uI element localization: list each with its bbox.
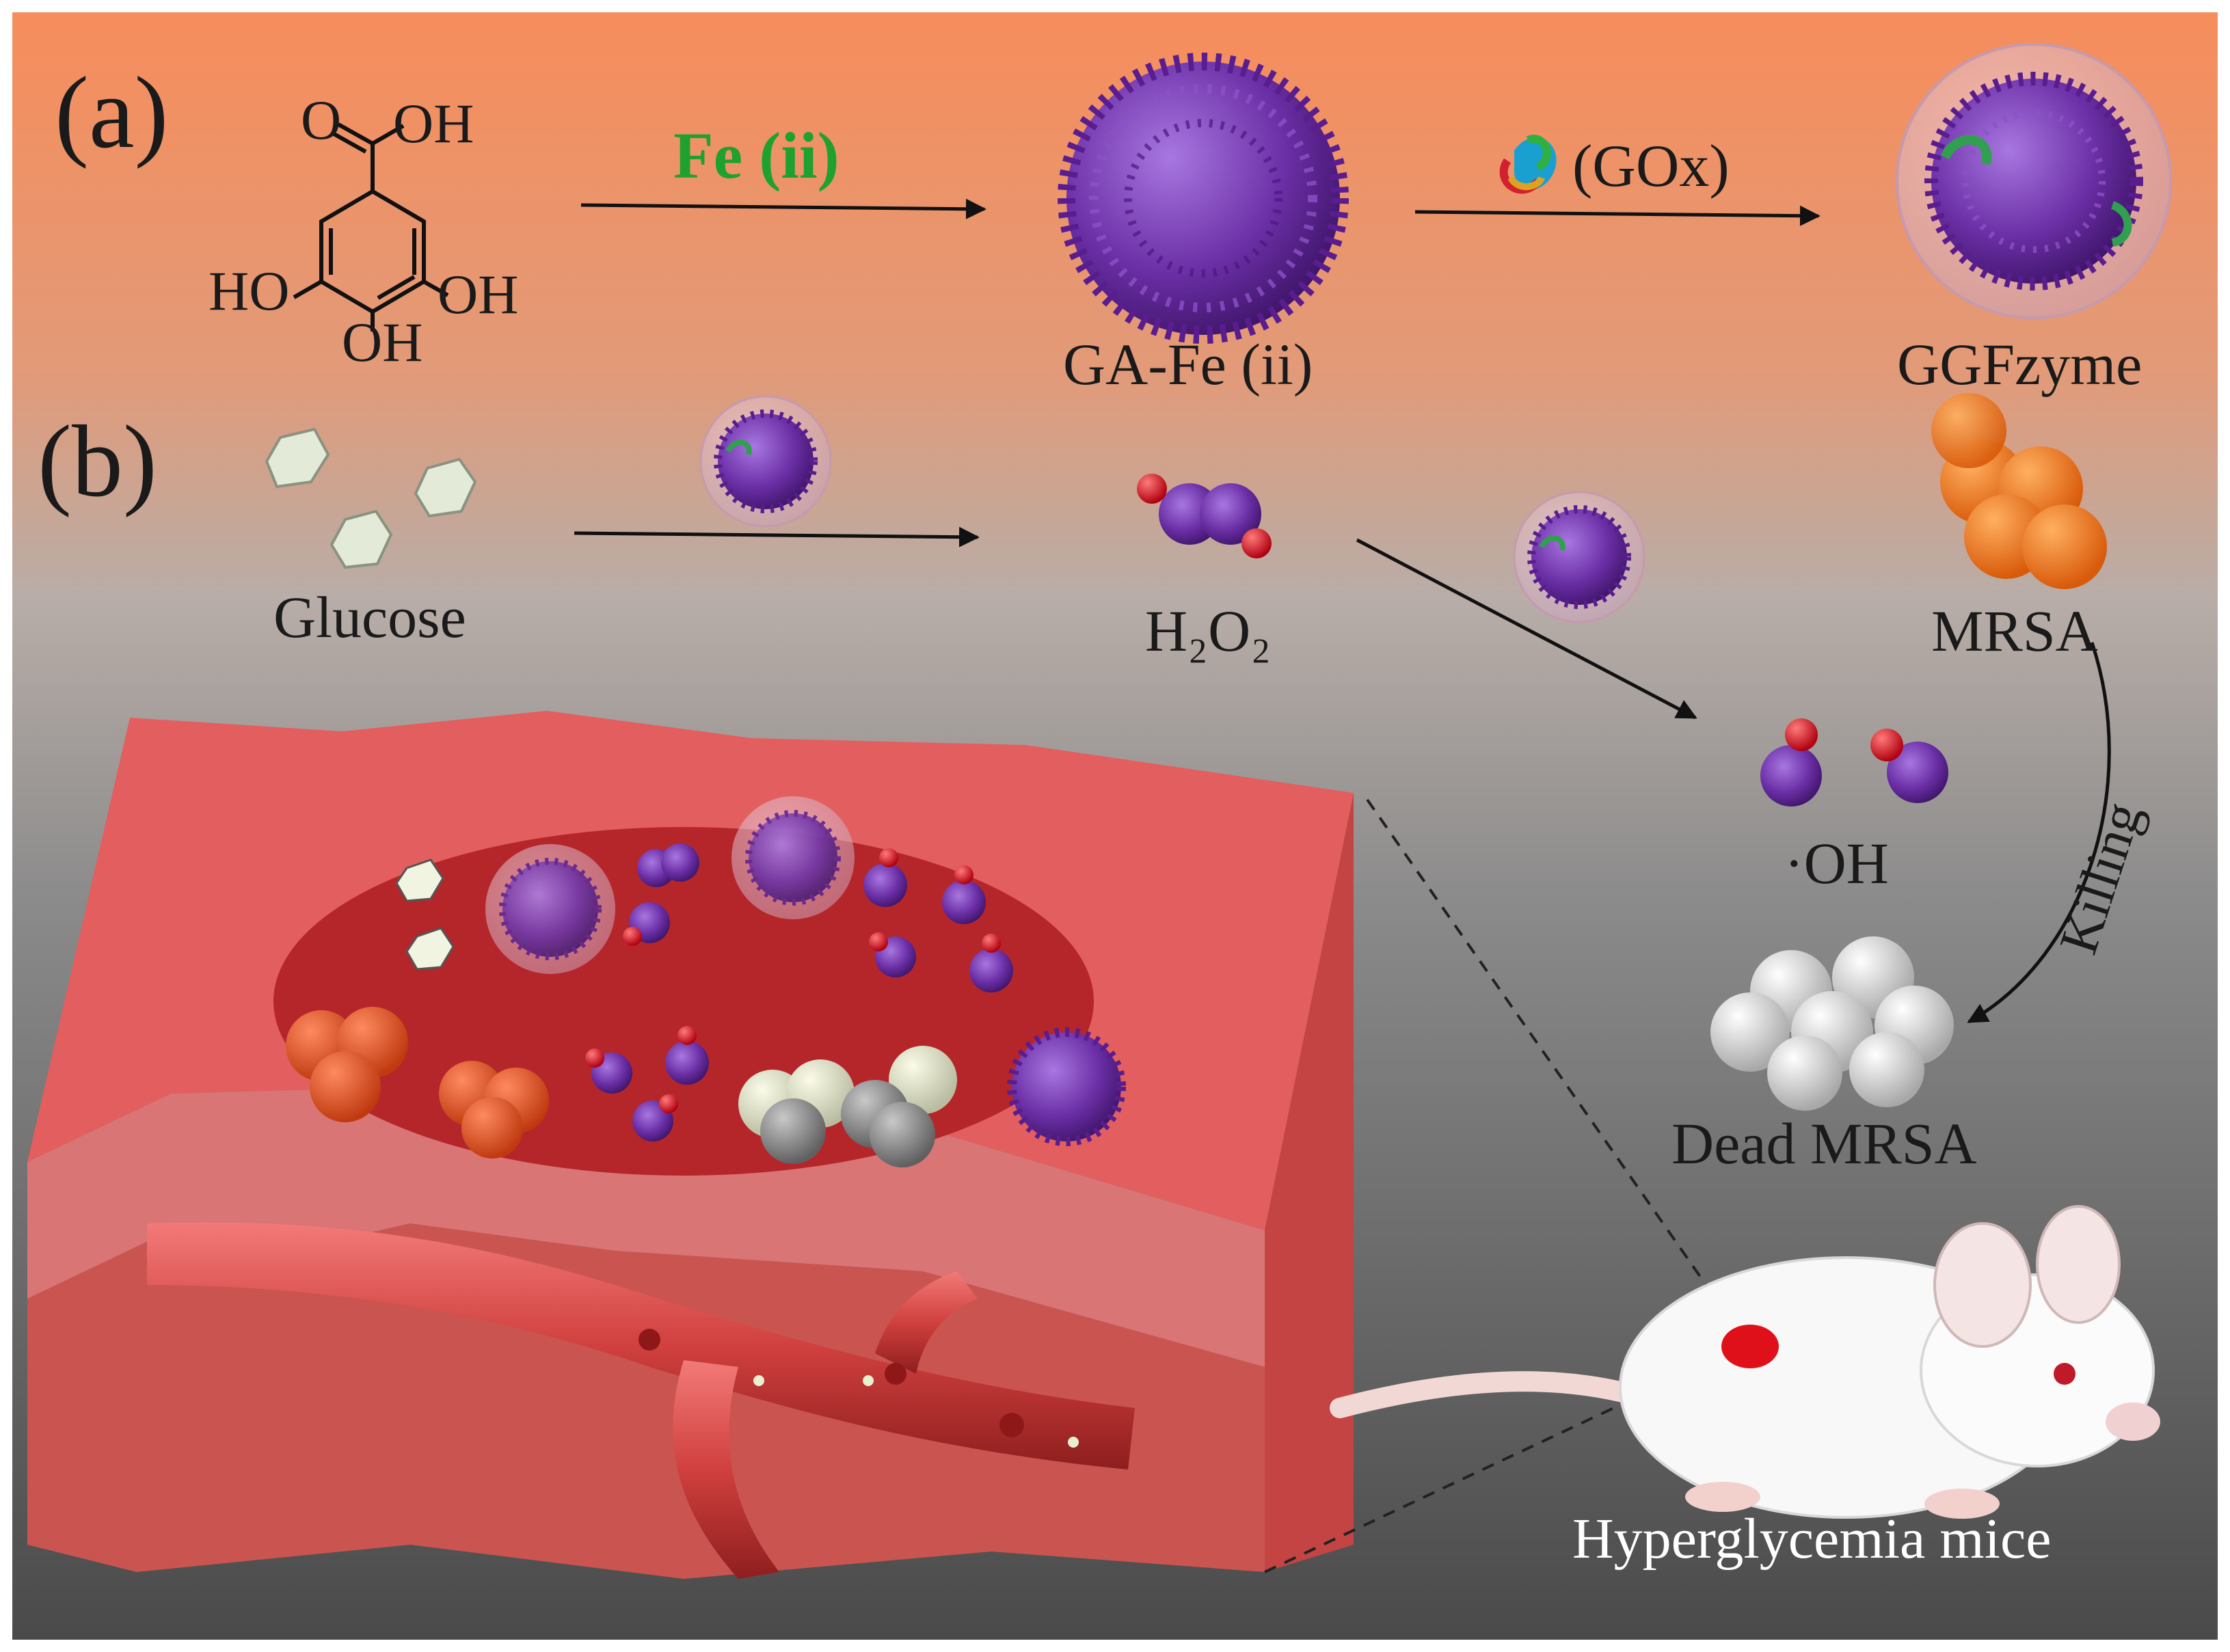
label-h2o2: H₂O₂ [1145,598,1272,664]
zoom-line-upper [1366,798,1724,1310]
chem-oh-bottom: OH [342,311,423,373]
wound-contents [286,796,1126,1167]
ga-fe-nanoparticle [1058,53,1349,344]
reagent-fe: Fe (ii) [673,119,839,192]
ggfzyme-catalyst-1 [699,395,832,528]
chem-oh-top: OH [393,92,474,154]
dead-mrsa-cluster [1710,936,1954,1111]
blood-vessel [147,1222,1135,1579]
gallic-acid-structure [293,122,449,331]
label-ga-fe: GA-Fe (ii) [1063,331,1313,397]
gox-enzyme-icon [1499,135,1557,194]
ggfzyme-nanoparticle [1896,43,2172,319]
hyperglycemia-mouse [1330,1205,2160,1519]
chem-o-left: O [301,89,342,151]
label-dead-mrsa: Dead MRSA [1671,1111,1977,1176]
panel-label-b: (b) [38,405,157,518]
label-mrsa: MRSA [1931,598,2098,664]
arrow-fe [580,198,986,219]
ggfzyme-catalyst-2 [1513,491,1645,623]
arrow-glucose [574,526,980,547]
chem-ho-left: HO [209,260,290,322]
glucose-molecules [265,427,477,569]
reagent-gox: (GOx) [1572,133,1730,200]
wound-marker [1721,1325,1779,1368]
panel-label-a: (a) [55,56,169,170]
label-glucose: Glucose [273,584,466,650]
arrow-killing [1967,642,2111,1024]
chem-oh-right: OH [438,263,519,325]
mrsa-cluster [1931,393,2107,589]
arrow-h2o2 [1356,538,1697,720]
label-hyperglycemia-mice: Hyperglycemia mice [1572,1507,2052,1571]
hydroxyl-radicals [1760,718,1948,807]
label-ggfzyme: GGFzyme [1897,331,2142,397]
h2o2-molecule [1137,474,1272,558]
label-hydroxyl: ·OH [1784,830,1889,896]
arrow-gox [1414,205,1821,226]
